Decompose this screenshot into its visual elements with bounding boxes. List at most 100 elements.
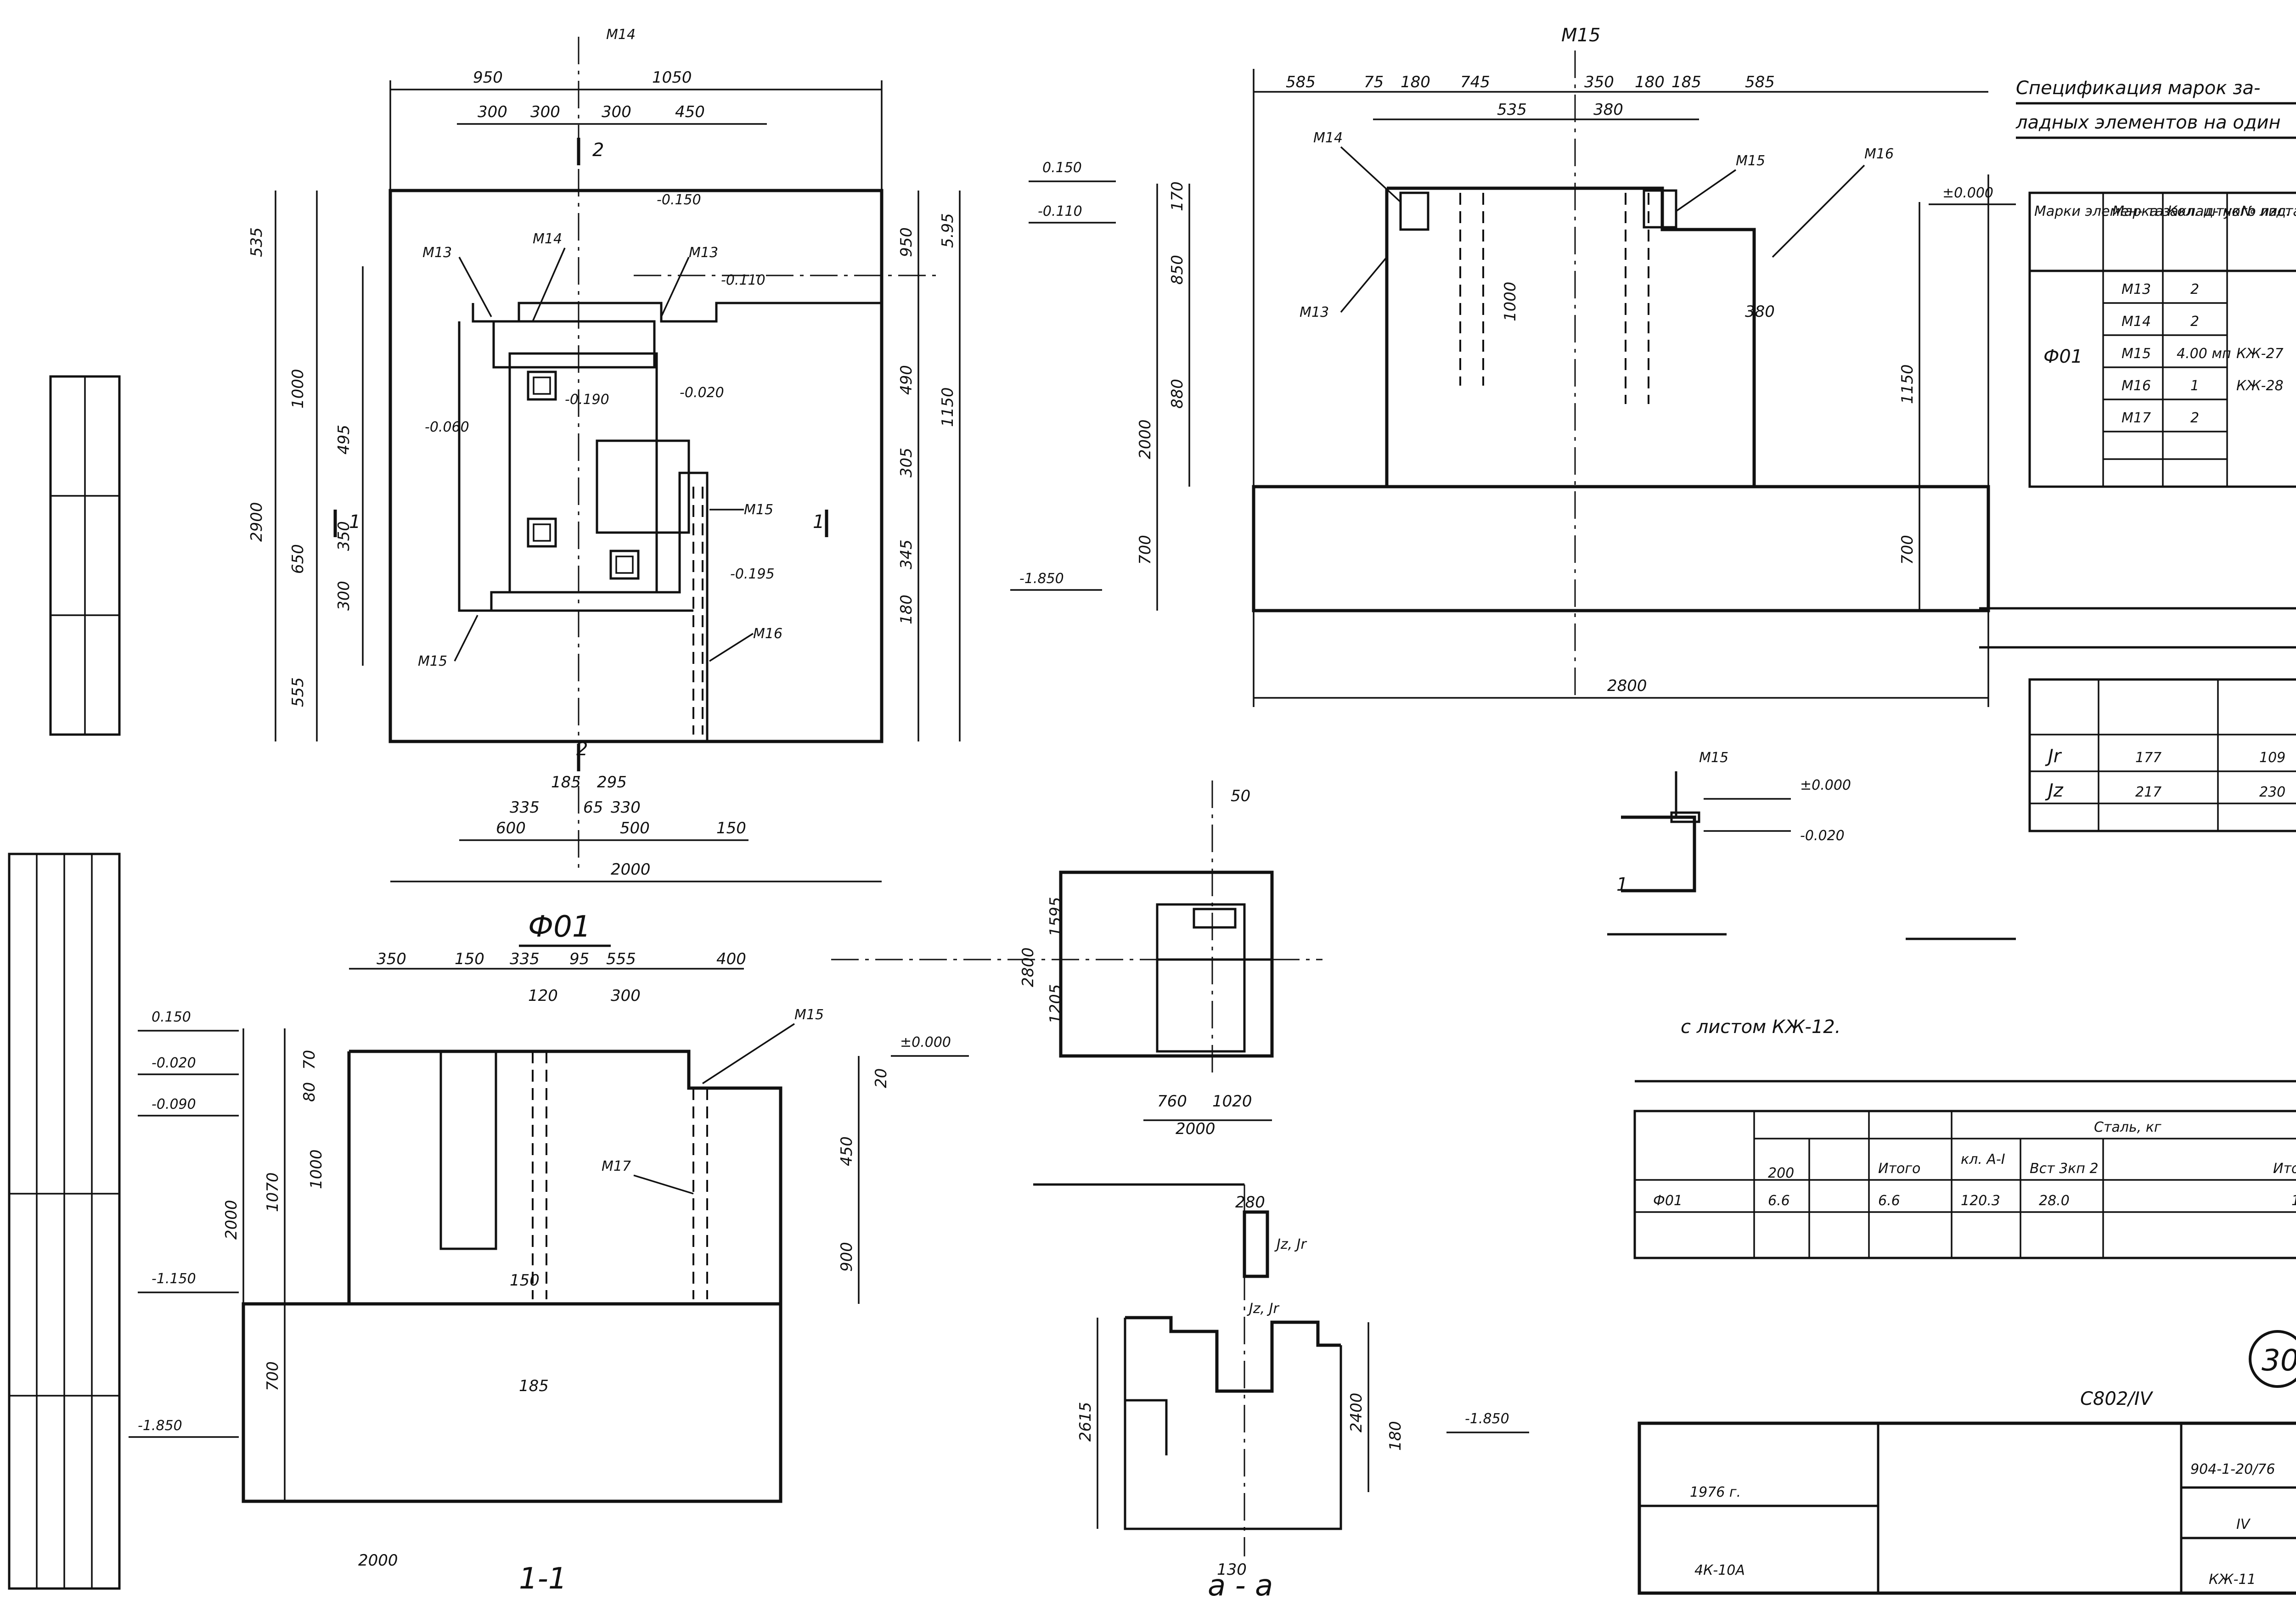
svg-text:400: 400: [716, 950, 746, 968]
svg-text:КЖ-11: КЖ-11: [2209, 1572, 2256, 1588]
code-mark: С802/IV: [2080, 1388, 2154, 1409]
svg-text:-0.020: -0.020: [152, 1055, 196, 1071]
svg-text:-0.150: -0.150: [657, 192, 701, 208]
concrete-table: [1633, 1110, 2296, 1259]
svg-text:Марка заклад- ного изд.: Марка заклад- ного изд.: [2112, 203, 2290, 219]
svg-text:4К-10А: 4К-10А: [1694, 1562, 1745, 1578]
embedded-items-spec: Спецификация марок за- ладных элементов …: [2015, 78, 2296, 488]
svg-text:-0.020: -0.020: [680, 385, 724, 401]
svg-text:Jz, Jr: Jz, Jr: [1247, 1301, 1280, 1317]
svg-text:745: 745: [1460, 73, 1490, 91]
svg-text:180: 180: [897, 595, 916, 624]
svg-text:Марки элемен- та: Марки элемен- та: [2034, 203, 2163, 219]
svg-text:-0.110: -0.110: [1038, 203, 1082, 219]
svg-text:300: 300: [602, 103, 631, 121]
svg-text:904-1-20/76: 904-1-20/76: [2190, 1461, 2275, 1477]
svg-text:1050: 1050: [652, 68, 692, 87]
svg-text:350: 350: [377, 950, 406, 968]
svg-text:70: 70: [300, 1050, 319, 1070]
svg-text:-0.195: -0.195: [730, 566, 775, 582]
svg-text:150: 150: [455, 950, 484, 968]
svg-text:1150: 1150: [1898, 364, 1917, 404]
svg-text:177: 177: [2135, 750, 2161, 766]
svg-text:-0.090: -0.090: [152, 1096, 196, 1112]
svg-text:300: 300: [478, 103, 507, 121]
calculation-scheme: 2615 2400 180 130 280 Jz, Jr Jz, Jr -1.8…: [1033, 1183, 1529, 1600]
svg-text:300: 300: [611, 987, 641, 1005]
svg-text:1: 1: [813, 511, 824, 533]
svg-text:150: 150: [716, 819, 746, 837]
item-m17: M17: [602, 1158, 631, 1174]
svg-text:600: 600: [496, 819, 526, 837]
left-margin-stamp: [8, 375, 121, 1590]
svg-text:-0.020: -0.020: [1800, 828, 1845, 844]
bolt-pocket: [527, 371, 557, 401]
svg-text:-1.850: -1.850: [138, 1418, 182, 1434]
svg-text:кл. А-I: кл. А-I: [1961, 1151, 2005, 1168]
svg-text:300: 300: [335, 581, 353, 611]
svg-text:350: 350: [335, 521, 353, 551]
svg-text:±0.000: ±0.000: [1800, 777, 1851, 793]
svg-text:148.3: 148.3: [2291, 1193, 2296, 1209]
svg-text:950: 950: [473, 68, 503, 87]
svg-text:-1.150: -1.150: [152, 1271, 196, 1287]
item-m14: M14: [1313, 130, 1343, 146]
svg-text:2: 2: [2190, 314, 2199, 330]
notes-block: с листом КЖ-12.: [1681, 938, 2016, 1038]
svg-text:1020: 1020: [1212, 1092, 1252, 1111]
svg-text:1070: 1070: [264, 1172, 282, 1212]
plan-label-horizontal-axis: M14: [606, 27, 636, 43]
svg-text:450: 450: [675, 103, 705, 121]
svg-text:Кол. штук: Кол. штук: [2167, 203, 2240, 219]
svg-text:650: 650: [289, 544, 307, 574]
svg-text:120.3: 120.3: [1961, 1193, 2000, 1209]
svg-text:1205: 1205: [1047, 984, 1065, 1024]
svg-text:Сталь, кг: Сталь, кг: [2094, 1119, 2161, 1135]
svg-text:80: 80: [300, 1082, 319, 1102]
item-m15-plate: [1643, 189, 1677, 229]
svg-text:Итого: Итого: [2273, 1161, 2296, 1177]
svg-text:185: 185: [1671, 73, 1701, 91]
item-m14: M14: [533, 231, 562, 247]
svg-text:75: 75: [1364, 73, 1384, 91]
svg-text:380: 380: [1745, 303, 1775, 321]
item-m15: M15: [418, 653, 447, 669]
svg-text:-0.190: -0.190: [565, 392, 609, 408]
svg-text:585: 585: [1286, 73, 1316, 91]
svg-text:-1.850: -1.850: [1465, 1411, 1509, 1427]
svg-text:КЖ-28: КЖ-28: [2236, 378, 2284, 394]
svg-text:535: 535: [1497, 101, 1527, 119]
loads-table: Jr 177 109 Jz 217 230: [1979, 607, 2296, 832]
svg-text:IV: IV: [2236, 1516, 2251, 1533]
section-1-1: Ф01 350 150 335 95 555 400 300 120 0.150…: [129, 910, 969, 1596]
svg-text:700: 700: [1898, 535, 1917, 565]
svg-text:a - a: a - a: [1208, 1569, 1273, 1600]
svg-text:760: 760: [1157, 1092, 1187, 1111]
svg-text:1-1: 1-1: [519, 1562, 567, 1596]
plan-outline: [388, 189, 884, 743]
svg-text:2000: 2000: [1136, 419, 1154, 459]
detail-1: M15 ±0.000 -0.020 1: [1607, 750, 1851, 936]
svg-text:±0.000: ±0.000: [1942, 185, 1993, 201]
svg-text:1595: 1595: [1047, 897, 1065, 937]
section-1-1-slab: [242, 1302, 782, 1503]
svg-text:495: 495: [335, 425, 353, 455]
svg-text:217: 217: [2135, 784, 2161, 800]
svg-text:95: 95: [569, 950, 589, 968]
svg-text:2: 2: [2190, 281, 2199, 298]
svg-text:380: 380: [1593, 101, 1623, 119]
svg-text:Ф01: Ф01: [1653, 1193, 1683, 1209]
svg-text:170: 170: [1168, 181, 1187, 211]
svg-text:M15: M15: [1699, 750, 1728, 766]
svg-text:150: 150: [510, 1271, 540, 1290]
svg-text:ладных элементов на один: ладных элементов на один: [2015, 112, 2281, 133]
svg-text:2: 2: [592, 140, 604, 161]
svg-text:с листом КЖ-12.: с листом КЖ-12.: [1681, 1016, 1840, 1038]
svg-text:335: 335: [510, 798, 540, 817]
item-m14-plate: [1399, 191, 1429, 231]
svg-text:555: 555: [289, 677, 307, 707]
svg-text:6.6: 6.6: [1878, 1193, 1900, 1209]
svg-text:1000: 1000: [1501, 281, 1519, 321]
svg-text:№ листа: № листа: [2240, 203, 2296, 219]
